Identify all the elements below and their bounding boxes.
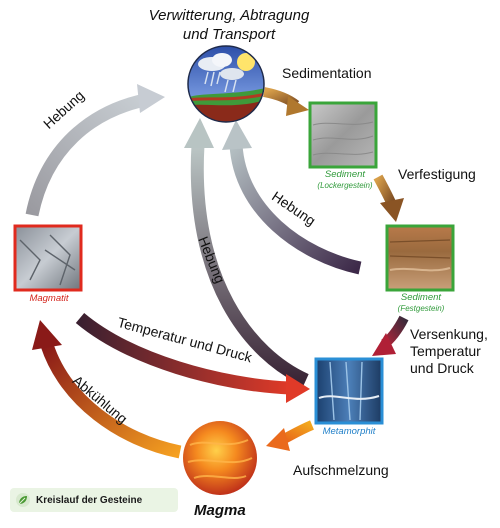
arrow-aufschmelzung-head [266,428,290,451]
caption-sediment-festgestein-line-2: (Festgestein) [397,304,445,313]
metamorphit-image [314,357,384,425]
label-aufschmelzung: Aufschmelzung [293,462,389,478]
caption-metamorphit: Metamorphit [322,426,376,437]
caption-sediment-lockergestein-line-1: Sediment [324,169,366,180]
arrow-abkuehlung-head [32,320,62,350]
arrow-versenkung-head [372,333,396,356]
label-versenkung-line-2: Temperatur [410,343,481,359]
weather-globe-icon [187,45,265,123]
label-verfestigung: Verfestigung [398,166,476,182]
top-title-line-2: und Transport [182,26,276,43]
sediment-lockergestein-image [308,101,378,169]
caption-sediment-festgestein-line-1: Sediment [400,292,442,303]
legend-text: Kreislauf der Gesteine [36,494,143,506]
label-versenkung-line-1: Versenkung, [410,326,488,342]
arrow-hebung-center-head [184,118,214,148]
leaf-icon [16,493,30,507]
arrow-hebung-center [190,144,309,386]
arrow-hebung-left-head [137,84,165,113]
arrow-hebung-right-head [222,120,252,150]
arrow-abkuehlung [40,342,182,459]
caption-magma: Magma [194,502,246,519]
arrow-temperatur-druck-head [286,374,310,403]
arrow-verfestigung-head [380,198,404,222]
arrow-sedimentation-head [286,96,309,116]
label-versenkung-line-3: und Druck [410,360,474,376]
magma-ball-icon [183,421,257,495]
label-versenkung: Versenkung, Temperatur und Druck [410,326,488,377]
caption-magmatit: Magmatit [29,293,69,304]
caption-sediment-festgestein: Sediment (Festgestein) [386,292,456,314]
arrow-verfestigung [373,174,397,207]
arrow-temperatur-druck [75,313,291,395]
caption-sediment-lockergestein: Sediment (Lockergestein) [310,169,380,191]
top-title-line-1: Verwitterung, Abtragung [148,7,310,24]
top-title: Verwitterung, Abtragung und Transport [124,6,334,44]
arrow-hebung-left [25,92,152,217]
magmatit-image [13,224,83,292]
legend-badge: Kreislauf der Gesteine [10,488,178,512]
sediment-festgestein-image [385,224,455,292]
caption-sediment-lockergestein-line-2: (Lockergestein) [317,181,373,190]
arrow-hebung-right [229,144,362,275]
label-sedimentation: Sedimentation [282,65,372,81]
